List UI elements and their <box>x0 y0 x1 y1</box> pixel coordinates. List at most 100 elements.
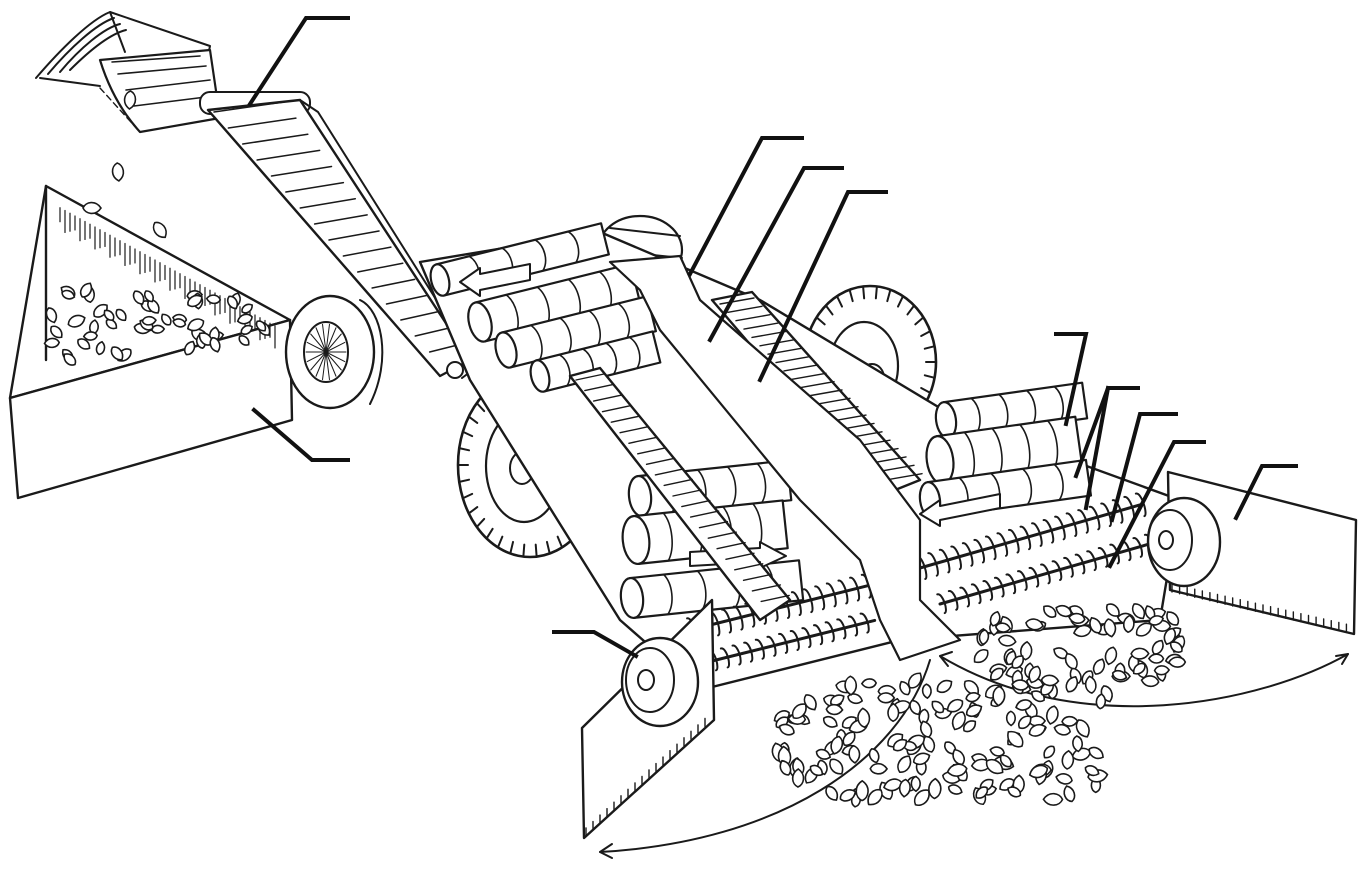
beet <box>999 754 1012 768</box>
beet <box>1140 675 1160 688</box>
right-disc-wheel <box>1146 496 1222 588</box>
beet <box>115 308 127 322</box>
beet <box>951 711 966 731</box>
beet <box>985 758 1004 775</box>
beet <box>839 789 857 802</box>
small-wheel-left <box>284 294 384 410</box>
beet <box>1166 611 1180 626</box>
beet <box>1007 786 1022 798</box>
beet-pile <box>771 603 1187 808</box>
beet <box>1061 715 1079 727</box>
beet <box>172 318 187 328</box>
beet <box>921 683 932 700</box>
beet <box>1105 603 1120 617</box>
roller-cylinder <box>494 295 657 369</box>
beet <box>67 314 86 328</box>
beet <box>1075 719 1090 738</box>
beet <box>947 784 963 795</box>
spiral-roller <box>696 612 877 675</box>
beet <box>803 694 817 711</box>
beet <box>1045 705 1059 725</box>
beet <box>855 779 869 802</box>
beet <box>791 768 805 788</box>
beet <box>899 680 911 696</box>
beet <box>82 201 102 215</box>
beet <box>103 309 115 321</box>
leader-loader-conveyor <box>247 16 350 107</box>
beet <box>61 289 76 300</box>
beet <box>1104 646 1118 666</box>
center-elevator-tracks <box>568 254 962 662</box>
beet <box>77 338 91 350</box>
beet <box>877 692 896 704</box>
beet <box>791 703 807 719</box>
beet <box>965 692 981 703</box>
beet <box>1111 669 1128 681</box>
leader-trailer <box>251 407 350 462</box>
beet <box>928 777 942 800</box>
beet <box>829 758 844 775</box>
beet <box>1028 723 1047 737</box>
beet <box>962 720 977 733</box>
beet <box>1131 603 1146 620</box>
beet <box>82 331 99 341</box>
beet <box>1092 658 1106 675</box>
callout-leaders <box>247 16 1298 659</box>
beet <box>997 634 1017 647</box>
beet <box>1028 665 1042 684</box>
beet <box>110 346 124 361</box>
beet <box>919 720 933 738</box>
beet <box>847 693 864 705</box>
beet <box>161 313 172 326</box>
beet <box>952 748 965 766</box>
beet <box>95 340 106 356</box>
beet <box>1042 792 1064 806</box>
beet <box>187 294 203 308</box>
beet <box>209 336 221 353</box>
beet <box>887 702 900 723</box>
beet <box>898 778 911 798</box>
loader-conveyor <box>35 11 479 379</box>
beet <box>1148 615 1165 626</box>
beet <box>132 290 145 305</box>
beet <box>830 694 845 706</box>
beet <box>1019 640 1033 661</box>
beet <box>1103 618 1117 638</box>
beet <box>1025 618 1044 631</box>
beet <box>1089 616 1102 634</box>
beet <box>1040 674 1060 687</box>
beet <box>186 318 205 332</box>
spiral-roller <box>686 573 876 643</box>
beet <box>255 320 267 332</box>
beet <box>144 290 154 303</box>
beet <box>1065 675 1079 693</box>
beet <box>45 307 58 324</box>
beet <box>105 318 118 330</box>
beet <box>1132 662 1146 675</box>
beet <box>1064 652 1078 670</box>
beet <box>1167 656 1187 668</box>
beet <box>844 675 857 696</box>
beet <box>913 789 930 807</box>
beet <box>946 698 964 713</box>
beet <box>1061 749 1075 770</box>
beet <box>965 704 983 717</box>
beet <box>1028 764 1049 779</box>
beet <box>241 303 253 314</box>
beet <box>978 629 990 646</box>
leader-right-plate <box>1233 464 1298 521</box>
beet <box>141 315 157 326</box>
beet <box>1169 641 1183 653</box>
beet <box>909 699 921 716</box>
beet <box>1095 693 1107 710</box>
trailer-hopper <box>8 90 294 500</box>
beet <box>1063 785 1076 803</box>
leader-spiral-c <box>1109 412 1178 523</box>
beet <box>918 708 930 726</box>
beet <box>1151 639 1164 655</box>
beet <box>152 221 167 239</box>
beet <box>1018 715 1032 730</box>
left-disc-wheel <box>620 636 700 728</box>
